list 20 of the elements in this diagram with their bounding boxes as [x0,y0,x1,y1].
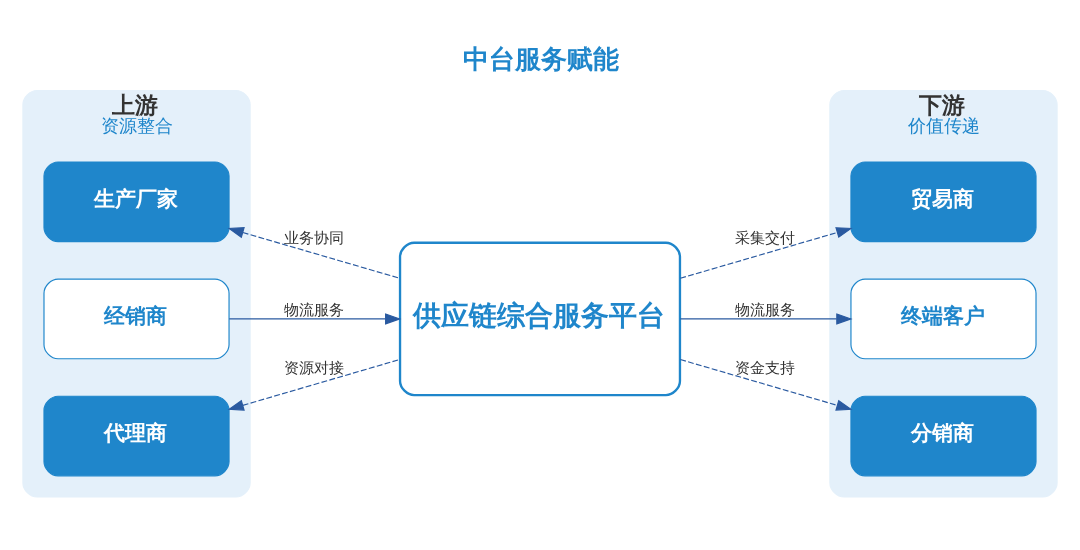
diagram-title: 中台服务赋能 [463,43,620,74]
edge-label: 资金支持 [735,359,796,378]
arrow [227,358,401,411]
node-box: 供应链综合服务平台 [398,241,682,397]
edge-label: 采集交付 [735,229,796,248]
node-box: 分销商 [850,395,1037,477]
arrow [679,227,853,279]
node-box: 代理商 [43,395,230,477]
arrow [679,313,853,325]
edge-label: 资源对接 [284,359,345,378]
node-box: 经销商 [43,278,230,360]
edge-label: 业务协同 [284,229,345,248]
arrow [679,358,853,411]
node-box: 生产厂家 [43,161,230,243]
arrow [227,227,401,279]
node-box: 贸易商 [850,161,1037,243]
edge-label: 物流服务 [735,300,796,319]
arrow [228,313,402,325]
edge-label: 物流服务 [284,300,345,319]
node-box: 终端客户 [850,278,1037,360]
